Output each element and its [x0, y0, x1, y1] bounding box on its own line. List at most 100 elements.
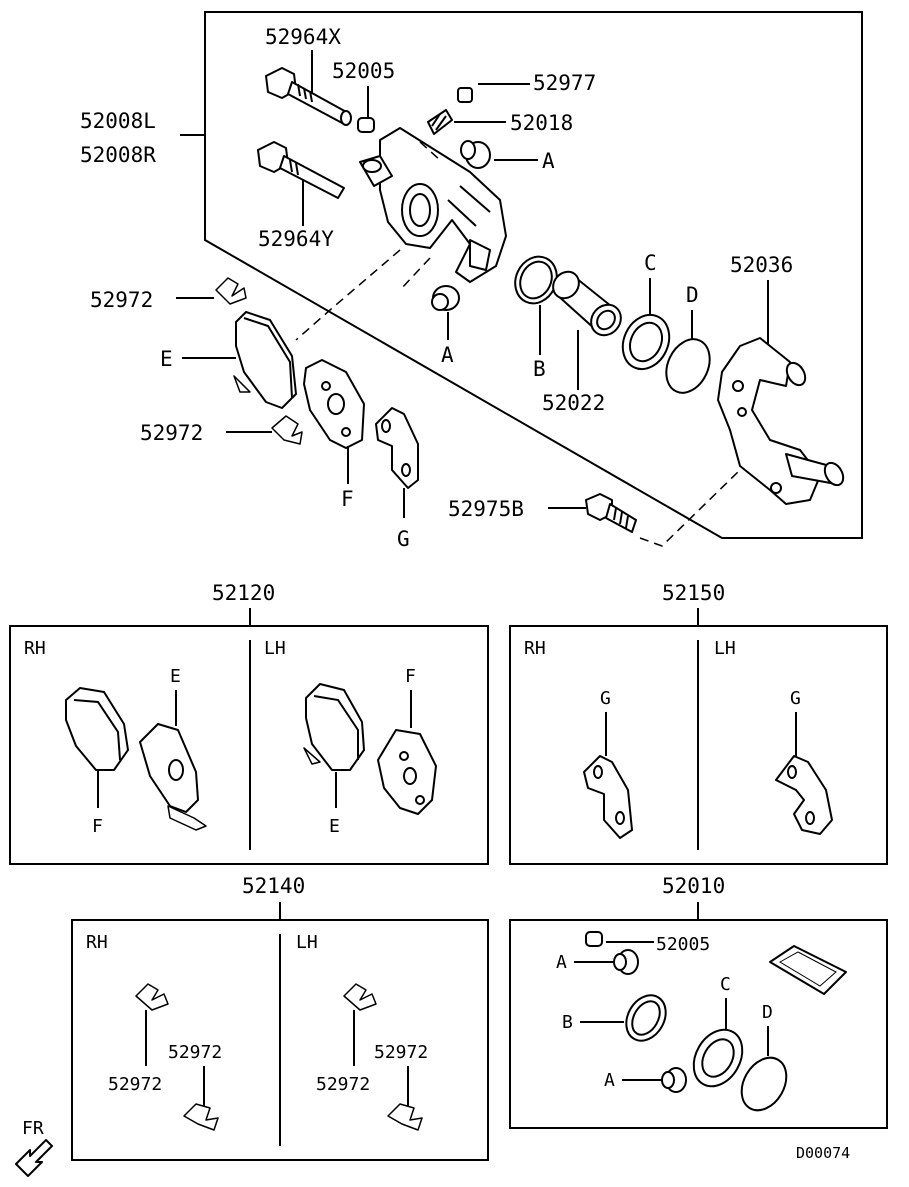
clip-lower-part [271, 415, 303, 445]
label-piston: 52022 [542, 391, 605, 415]
kit-shims-number: 52150 [662, 581, 725, 605]
kit-seal-ring-b-label: B [562, 1012, 573, 1033]
kit-seal-ring-d-label: D [762, 1002, 773, 1023]
dash-bleeder [419, 141, 441, 161]
dash-boot [399, 257, 431, 291]
label-clip-upper: 52972 [90, 288, 153, 312]
kit-seal-seal-c-part [692, 1028, 744, 1088]
kit-seal-ring-d-part [740, 1056, 788, 1112]
bolt-x-part [265, 67, 352, 126]
label-caliper-r: 52008R [80, 143, 156, 167]
kit-pads-rh-inner-pad [139, 723, 207, 831]
kit-seal-boot-a-upper-part [613, 949, 639, 975]
kit-pads-rh-label: RH [24, 638, 46, 659]
kit-seal-boot-a-lower-part [661, 1067, 687, 1093]
kit-shims-rh-g-label: G [600, 688, 611, 709]
kit-shims-rh-shim [583, 755, 633, 839]
bolt-y-part [257, 141, 345, 199]
label-seal-c: C [644, 251, 657, 275]
kit-seal-ring-b-part [625, 994, 667, 1042]
kit-pads-lh-inner-pad [303, 683, 365, 771]
label-pad-e: E [160, 347, 173, 371]
kit-clips-lh-lower-clip [387, 1103, 423, 1131]
label-support: 52036 [730, 253, 793, 277]
label-cap-52005: 52005 [332, 59, 395, 83]
kit-seal-cap-part [585, 931, 603, 947]
kit-seal-seal-c-label: C [720, 974, 731, 995]
label-ring-b: B [533, 357, 546, 381]
kit-clips-lh-upper-clip [343, 983, 377, 1011]
cap-52977-part [457, 87, 473, 103]
kit-seal-box [509, 919, 888, 1129]
boot-a-bottom-part [431, 285, 460, 311]
pad-f-part [303, 359, 365, 449]
fr-indicator: FR [15, 1118, 53, 1177]
clip-upper-part [215, 277, 247, 305]
label-bolt-y: 52964Y [258, 227, 334, 251]
diagram-id: D00074 [796, 1144, 850, 1162]
kit-pads-lh-f-label: F [405, 666, 416, 687]
fr-label: FR [22, 1118, 44, 1139]
main-assembly: 52008L 52008R 52964X 52005 52977 52018 [80, 11, 863, 551]
kit-seal-boot-a-lower-label: A [604, 1070, 615, 1091]
kit-clips-rh-lower-clip [183, 1103, 219, 1131]
kit-shims: 52150 RH LH G G [509, 581, 888, 865]
cap-52005-part [357, 117, 375, 133]
kit-pads-rh-outer-pad [65, 687, 129, 771]
label-ring-d: D [686, 283, 699, 307]
label-cap-52977: 52977 [533, 71, 596, 95]
label-bleeder: 52018 [510, 111, 573, 135]
kit-pads: 52120 RH LH F E E F [9, 581, 489, 865]
pad-e-part [233, 311, 297, 409]
label-shim-g: G [397, 527, 410, 551]
kit-clips-rh-upper-label: 52972 [108, 1074, 162, 1095]
kit-clips-number: 52140 [242, 874, 305, 898]
kit-pads-lh-label: LH [264, 638, 286, 659]
kit-shims-box [509, 625, 888, 865]
bleeder-part [427, 109, 453, 135]
kit-shims-rh-label: RH [524, 638, 546, 659]
kit-clips-rh-label: RH [86, 932, 108, 953]
kit-pads-rh-e-label: E [170, 666, 181, 687]
kit-clips-lh-lower-label: 52972 [374, 1042, 428, 1063]
label-boot-a-top: A [542, 149, 555, 173]
kit-pads-number: 52120 [212, 581, 275, 605]
dash-bolt-to-support [639, 469, 741, 547]
kit-pads-box [9, 625, 489, 865]
kit-clips-lh-label: LH [296, 932, 318, 953]
kit-shims-lh-label: LH [714, 638, 736, 659]
piston-part [552, 270, 622, 337]
kit-pads-rh-f-label: F [92, 816, 103, 837]
kit-pads-lh-outer-pad [377, 729, 437, 815]
dash-pad-to-caliper [295, 249, 401, 341]
kit-pads-lh-e-label: E [329, 816, 340, 837]
mount-bolt-part [585, 493, 637, 533]
seal-c-part [621, 313, 671, 371]
main-frame [204, 11, 863, 539]
kit-seal: 52010 52005 A B C [509, 874, 888, 1129]
kit-clips-box [71, 919, 489, 1161]
label-mount-bolt: 52975B [448, 497, 524, 521]
label-boot-a-bottom: A [441, 343, 454, 367]
kit-clips-lh-upper-label: 52972 [316, 1074, 370, 1095]
kit-seal-grease-packet [769, 945, 847, 995]
boot-a-top-part [460, 140, 491, 169]
label-clip-lower: 52972 [140, 421, 203, 445]
label-caliper-l: 52008L [80, 109, 156, 133]
caliper-body-part [359, 127, 507, 283]
fr-arrow-icon [15, 1139, 53, 1177]
ring-d-part [665, 338, 711, 394]
kit-seal-number: 52010 [662, 874, 725, 898]
kit-seal-cap-label: 52005 [656, 934, 710, 955]
shim-g-part [375, 407, 419, 489]
kit-clips-rh-upper-clip [135, 983, 169, 1011]
ring-b-part [514, 255, 558, 305]
label-bolt-x: 52964X [265, 25, 341, 49]
support-part [717, 337, 845, 505]
kit-clips-rh-lower-label: 52972 [168, 1042, 222, 1063]
kit-shims-lh-g-label: G [790, 688, 801, 709]
kit-clips: 52140 RH LH 52972 52972 52972 52972 [71, 874, 489, 1161]
kit-seal-boot-a-upper-label: A [556, 952, 567, 973]
